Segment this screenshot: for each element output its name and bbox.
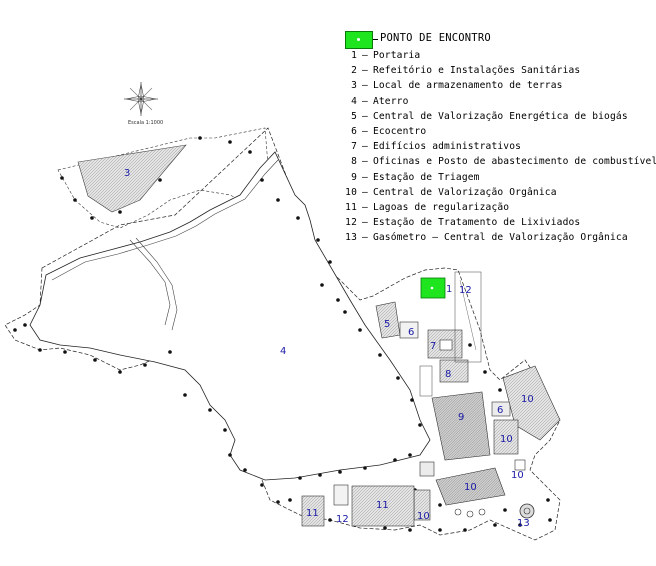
- legend-item-label: Refeitório e Instalações Sanitárias: [372, 65, 581, 77]
- legend-item-label: Oficinas e Posto de abastecimento de com…: [372, 156, 656, 168]
- legend-item-number: 3: [351, 80, 357, 92]
- legend-item: 13–Gasómetro — Central de Valorização Or…: [343, 232, 653, 247]
- tree-markers: [13, 136, 552, 532]
- legend-item-label: Central de Valorização Orgânica: [372, 186, 557, 198]
- legend-item-label: Portaria: [372, 50, 421, 61]
- legend-item: 9–Estação de Triagem: [343, 172, 653, 187]
- legend-item-label: Local de armazenamento de terras: [372, 80, 563, 92]
- legend-item-number: 8: [351, 156, 357, 168]
- legend-item-number: 4: [351, 95, 357, 107]
- map-label-10-far: 10: [511, 470, 524, 481]
- compass-rose-icon: [124, 82, 158, 116]
- building-7-small: [419, 461, 435, 477]
- map-label-11-big: 11: [376, 500, 389, 511]
- scale-label: Escala 1:1000: [128, 120, 163, 126]
- legend-item-label: Lagoas de regularização: [372, 201, 510, 213]
- legend-title: PONTO DE ENCONTRO: [380, 32, 491, 44]
- legend-item: 11–Lagoas de regularização: [343, 202, 653, 217]
- legend-item: 2–Refeitório e Instalações Sanitárias: [343, 65, 653, 80]
- building-11-small: [301, 495, 325, 527]
- legend-item: 5–Central de Valorização Energética de b…: [343, 111, 653, 126]
- map-label-6-small: 6: [497, 405, 503, 416]
- map-label-10-east: 10: [521, 394, 534, 405]
- legend-item-number: 1: [351, 50, 357, 61]
- legend-item-number: 9: [351, 171, 357, 183]
- map-label-10-west: 10: [417, 511, 430, 522]
- legend-item-label: Edifícios administrativos: [372, 141, 522, 153]
- legend-item: 6–Ecocentro: [343, 126, 653, 141]
- building-10-south: [435, 467, 506, 506]
- building-9: [431, 391, 491, 461]
- building-6-small: [491, 401, 511, 417]
- legend-title-row: PONTO DE ENCONTRO: [343, 30, 653, 50]
- map-label-10-south: 10: [464, 482, 477, 493]
- building-8: [439, 359, 469, 383]
- legend-item: 8–Oficinas e Posto de abastecimento de c…: [343, 156, 656, 171]
- legend-item-label: Estação de Triagem: [372, 171, 480, 183]
- map-label-12-north: 12: [459, 285, 472, 296]
- gasometer-13: [519, 503, 535, 519]
- legend-item: 4–Aterro: [343, 96, 653, 111]
- zone-4-landfill: [29, 151, 431, 481]
- legend-item: 12–Estação de Tratamento de Lixiviados: [343, 217, 653, 232]
- legend-item: 3–Local de armazenamento de terras: [343, 80, 653, 95]
- legend-item: 10–Central de Valorização Orgânica: [343, 187, 653, 202]
- legend-item-number: 10: [345, 186, 357, 198]
- zone-3-storage-area: [77, 144, 187, 213]
- legend-item-number: 2: [351, 65, 357, 77]
- map-label-5: 5: [384, 319, 390, 330]
- building-12-small: [333, 484, 349, 506]
- map-label-7: 7: [430, 341, 436, 352]
- building-7: [427, 329, 463, 359]
- building-6: [399, 321, 419, 339]
- legend-item-number: 13: [345, 232, 357, 244]
- legend-item: 1–Portaria: [343, 50, 653, 65]
- map-label-10-mid: 10: [500, 434, 513, 445]
- map-label-13: 13: [517, 518, 530, 529]
- map-label-1: 1: [446, 284, 452, 295]
- legend-item: 7–Edifícios administrativos: [343, 141, 653, 156]
- map-label-9: 9: [458, 412, 464, 423]
- map-label-4: 4: [280, 346, 286, 357]
- legend-item-number: 6: [351, 125, 357, 137]
- map-label-11-small: 11: [306, 508, 319, 519]
- map-label-8: 8: [445, 369, 451, 380]
- legend-item-label: Ecocentro: [372, 125, 427, 137]
- legend-item-label: Estação de Tratamento de Lixiviados: [372, 217, 581, 229]
- legend-item-label: Central de Valorização Energética de bio…: [372, 110, 628, 122]
- map-label-12-south: 12: [336, 514, 349, 525]
- building-11-lagoon: [351, 485, 415, 527]
- legend-item-label: Aterro: [372, 95, 409, 107]
- legend-item-number: 12: [345, 217, 357, 229]
- map-label-3: 3: [124, 168, 130, 179]
- legend-item-number: 11: [345, 201, 357, 213]
- meeting-point-icon: [345, 31, 373, 49]
- legend-item-number: 7: [351, 141, 357, 153]
- map-label-6: 6: [408, 327, 414, 338]
- legend-item-number: 5: [351, 110, 357, 122]
- legend-item-label: Gasómetro — Central de Valorização Orgân…: [372, 232, 628, 244]
- building-10-mid: [493, 419, 519, 455]
